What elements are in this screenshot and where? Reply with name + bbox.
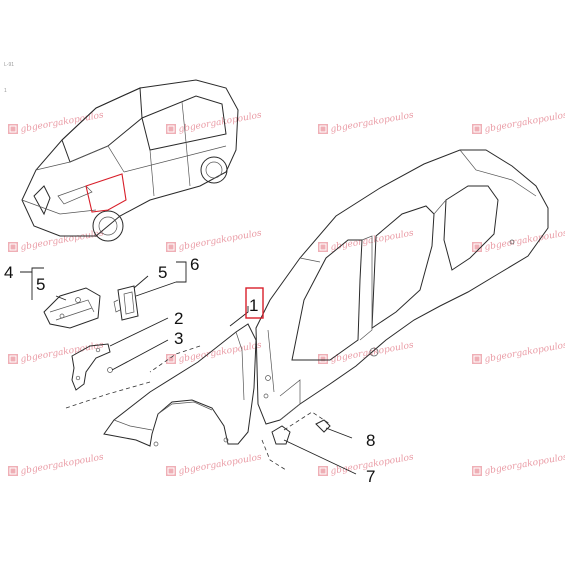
watermark-4: gbgeorgakopoulos <box>472 110 565 135</box>
watermark-layer: gbgeorgakopoulos gbgeorgakopoulos gbgeor… <box>8 110 565 477</box>
watermark-text: gbgeorgakopoulos <box>330 110 415 135</box>
brand-seal-icon <box>166 466 176 476</box>
brand-seal-icon <box>166 354 176 364</box>
callout-part-1[interactable]: 1 <box>249 296 258 315</box>
clip-part-3 <box>107 367 113 373</box>
watermark-11: gbgeorgakopoulos <box>318 340 415 365</box>
brand-seal-icon <box>472 354 482 364</box>
watermark-text: gbgeorgakopoulos <box>178 452 263 477</box>
brand-seal-icon <box>8 354 18 364</box>
watermark-7: gbgeorgakopoulos <box>318 228 415 253</box>
callout-part-2[interactable]: 2 <box>174 309 183 328</box>
watermark-text: gbgeorgakopoulos <box>20 228 105 253</box>
watermark-5: gbgeorgakopoulos <box>8 228 105 253</box>
watermark-text: gbgeorgakopoulos <box>484 452 565 477</box>
leader-lines <box>20 261 357 475</box>
callout-part-7[interactable]: 7 <box>366 467 375 486</box>
watermark-3: gbgeorgakopoulos <box>318 110 415 135</box>
watermark-text: gbgeorgakopoulos <box>20 110 105 135</box>
callout-part-8[interactable]: 8 <box>366 431 375 450</box>
front-fender-part-1 <box>103 323 257 447</box>
part-1-highlight-box <box>245 287 264 319</box>
watermark-2: gbgeorgakopoulos <box>166 110 263 135</box>
brand-seal-icon <box>8 124 18 134</box>
bracket-assembly-4 <box>43 287 101 329</box>
watermark-16: gbgeorgakopoulos <box>472 452 565 477</box>
watermark-8: gbgeorgakopoulos <box>472 228 565 253</box>
corner-mark-bottom: 1 <box>4 88 7 94</box>
callout-part-4[interactable]: 4 <box>4 263 13 282</box>
brand-seal-icon <box>472 466 482 476</box>
watermark-text: gbgeorgakopoulos <box>330 340 415 365</box>
watermark-14: gbgeorgakopoulos <box>166 452 263 477</box>
corner-mark-top: L-91 <box>4 62 14 68</box>
watermark-9: gbgeorgakopoulos <box>8 340 105 365</box>
watermark-6: gbgeorgakopoulos <box>166 228 263 253</box>
brand-seal-icon <box>472 124 482 134</box>
watermark-text: gbgeorgakopoulos <box>20 340 105 365</box>
watermark-text: gbgeorgakopoulos <box>178 228 263 253</box>
brand-seal-icon <box>318 466 328 476</box>
body-side-panel <box>255 149 549 425</box>
watermark-13: gbgeorgakopoulos <box>8 452 105 477</box>
watermark-12: gbgeorgakopoulos <box>472 340 565 365</box>
brand-seal-icon <box>166 124 176 134</box>
brand-seal-icon <box>318 242 328 252</box>
callout-part-5-left[interactable]: 5 <box>36 275 45 294</box>
watermark-text: gbgeorgakopoulos <box>484 340 565 365</box>
watermark-text: gbgeorgakopoulos <box>178 110 263 135</box>
reference-car-illustration <box>21 79 239 242</box>
callout-part-5-right[interactable]: 5 <box>158 263 167 282</box>
brand-seal-icon <box>8 466 18 476</box>
watermark-text: gbgeorgakopoulos <box>484 228 565 253</box>
brand-seal-icon <box>318 354 328 364</box>
callout-labels: 1 2 3 4 5 5 6 7 8 <box>4 255 375 486</box>
brand-seal-icon <box>318 124 328 134</box>
clip-part-6 <box>113 285 139 321</box>
brand-seal-icon <box>472 242 482 252</box>
small-clip-part-8 <box>315 419 331 433</box>
wheel-arch-liner-2 <box>71 343 111 391</box>
watermark-text: gbgeorgakopoulos <box>484 110 565 135</box>
brand-seal-icon <box>166 242 176 252</box>
highlighted-fender-marker <box>85 173 127 213</box>
brand-seal-icon <box>8 242 18 252</box>
small-bracket-part-7 <box>271 425 291 445</box>
callout-part-3[interactable]: 3 <box>174 329 183 348</box>
watermark-text: gbgeorgakopoulos <box>20 452 105 477</box>
callout-part-6[interactable]: 6 <box>190 255 199 274</box>
watermark-1: gbgeorgakopoulos <box>8 110 105 135</box>
